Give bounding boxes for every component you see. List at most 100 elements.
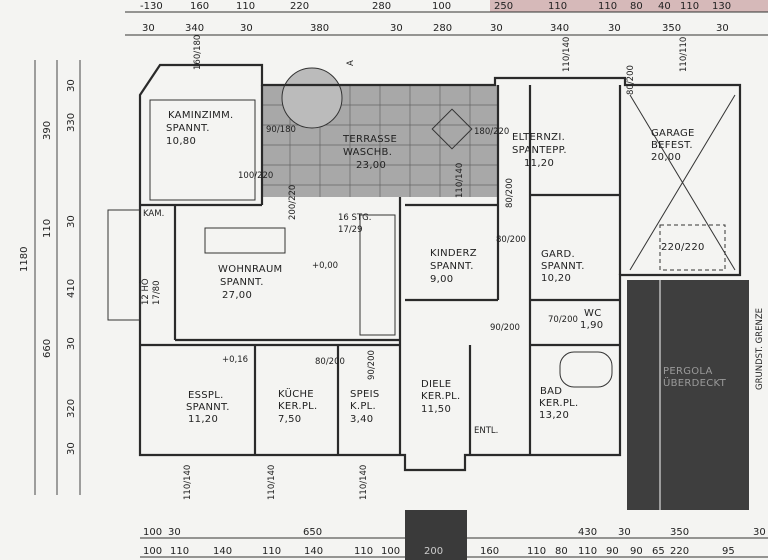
dimension: 30 [608, 23, 621, 34]
opening-size: 80/200 [315, 357, 345, 367]
room-bad: BAD KER.PL. 13,20 [539, 386, 579, 421]
room-area: 1,90 [580, 320, 603, 331]
room-area: 20,00 [651, 152, 681, 163]
dimension: 80 [630, 1, 643, 12]
room-kueche: KÜCHE KER.PL. 7,50 [278, 387, 318, 425]
opening-size: 70/200 [548, 315, 578, 325]
dimension: 280 [433, 23, 452, 34]
stairs-left-count: 12 HÖ [140, 278, 151, 305]
room-garage: GARAGE BEFEST. 20,00 220/220 [651, 128, 705, 253]
dimension: 350 [662, 23, 681, 34]
room-diele: DIELE KER.PL. 11,50 [421, 379, 461, 415]
room-floor: KER.PL. [278, 401, 318, 412]
walls [107, 63, 742, 472]
room-floor: BEFEST. [651, 140, 693, 151]
room-area: 27,00 [222, 290, 252, 301]
bottom-dimensions-row-1: 100 30 650 430 30 350 30 [143, 527, 766, 538]
dimension: 280 [372, 1, 391, 12]
opening-size: 160/180 [193, 35, 203, 70]
dimension: 30 [168, 527, 181, 538]
dimension: 110 [598, 1, 617, 12]
opening-size: 110/140 [183, 465, 193, 500]
dimension: 220 [670, 546, 689, 557]
stairs-ratio: 17/29 [338, 225, 363, 235]
room-floor: KER.PL. [539, 398, 579, 409]
room-name: TERRASSE [342, 134, 397, 145]
dimension: 320 [66, 399, 77, 418]
room-name: WC [584, 308, 601, 319]
fireplace-label: KAM. [143, 209, 164, 219]
room-area: 9,00 [430, 274, 453, 285]
dimension: 100 [381, 546, 400, 557]
dimension: 80 [555, 546, 568, 557]
section-mark: A [346, 60, 356, 66]
dimension: 110 [170, 546, 189, 557]
dimension: 130 [712, 1, 731, 12]
room-name: KINDERZ [430, 248, 477, 259]
dimension: 30 [66, 442, 77, 455]
room-elternzimmer: ELTERNZI. SPANTEPP. 11,20 [512, 132, 567, 169]
opening-size: 110/140 [455, 163, 465, 198]
room-name: ELTERNZI. [512, 132, 565, 143]
dimension: 340 [550, 23, 569, 34]
dimension: 140 [304, 546, 323, 557]
dimension: 65 [652, 546, 665, 557]
room-area: 3,40 [350, 414, 373, 425]
dimension: 200 [424, 546, 443, 557]
room-name: KAMINZIMM. [168, 110, 234, 121]
bottom-dimensions-row-2: 100 110 140 110 140 110 100 200 160 110 … [143, 546, 735, 557]
left-dimensions: 1180 390 110 660 30 330 30 410 30 320 30 [19, 79, 77, 455]
dimension: 330 [66, 113, 77, 132]
dimension: 30 [66, 337, 77, 350]
dimension: 110 [262, 546, 281, 557]
room-area: 11,20 [524, 158, 554, 169]
room-wc: WC 1,90 [580, 308, 603, 331]
annotations: KAM. 16 STG. 17/29 12 HÖ 17/80 +0,00 +0,… [140, 35, 765, 500]
room-speis: SPEIS K.PL. 3,40 [350, 389, 379, 425]
room-floor: SPANTEPP. [512, 145, 567, 156]
dimension: 340 [185, 23, 204, 34]
room-name: PERGOLA [663, 366, 713, 377]
opening-size: 90/200 [367, 350, 377, 380]
property-boundary-label: GRUNDST. GRENZE [755, 308, 765, 390]
dimension: 95 [722, 546, 735, 557]
dimension: 220 [290, 1, 309, 12]
room-floor: WASCHB. [343, 147, 392, 158]
dimension: 100 [432, 1, 451, 12]
room-floor: KER.PL. [421, 391, 461, 402]
dimension: 30 [716, 23, 729, 34]
dimension: 100 [143, 527, 162, 538]
dimension: 110 [548, 1, 567, 12]
dimension: 40 [658, 1, 671, 12]
spiral-stair [281, 67, 343, 129]
room-name: BAD [540, 386, 562, 397]
dimension: 160 [480, 546, 499, 557]
dimension: 110 [680, 1, 699, 12]
dimension: 250 [494, 1, 513, 12]
dimension: 380 [310, 23, 329, 34]
garage-door-size: 220/220 [661, 242, 705, 253]
opening-size: 180/220 [474, 127, 509, 137]
room-area: 23,00 [356, 160, 386, 171]
top-strip [490, 0, 768, 12]
dimension: 650 [303, 527, 322, 538]
opening-size: 80/200 [496, 235, 526, 245]
room-area: 10,20 [541, 273, 571, 284]
room-floor: SPANNT. [430, 261, 474, 272]
room-area: 11,50 [421, 404, 451, 415]
dimension: 30 [142, 23, 155, 34]
dimension: 350 [670, 527, 689, 538]
opening-size: 90/180 [266, 125, 296, 135]
dimension: 1180 [19, 247, 30, 272]
entrance-path [405, 510, 467, 560]
room-area: 10,80 [166, 136, 196, 147]
room-terrasse: TERRASSE WASCHB. 23,00 [342, 134, 397, 171]
level-mark-1: +0,16 [222, 355, 248, 365]
top-dimensions-row-1: -130 160 110 220 280 100 250 110 110 80 … [140, 1, 731, 12]
room-floor: K.PL. [350, 401, 376, 412]
room-floor: ÜBERDECKT [663, 376, 727, 389]
terrace-table [431, 108, 473, 150]
opening-size: 80/200 [505, 178, 515, 208]
dimension: 140 [213, 546, 232, 557]
